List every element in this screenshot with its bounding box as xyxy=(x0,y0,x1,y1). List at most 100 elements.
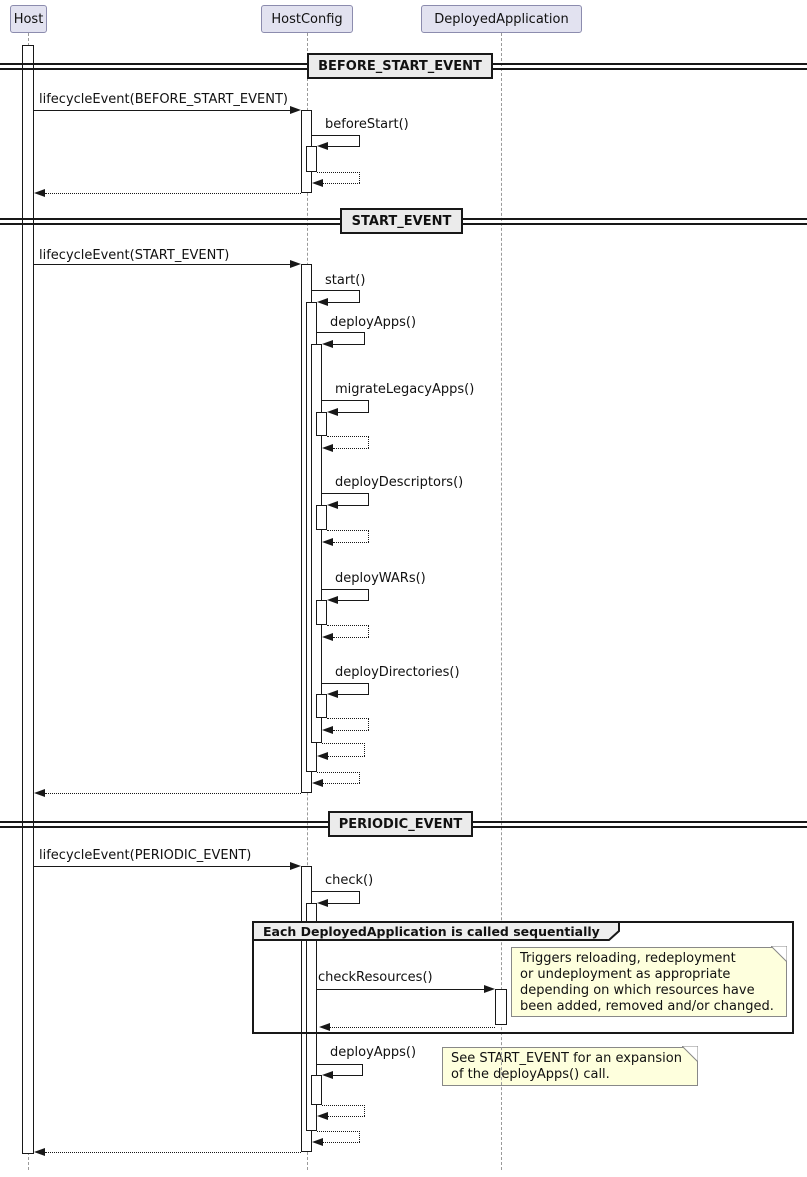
activation-bar-nested xyxy=(316,412,327,436)
activation-bar-nested xyxy=(316,600,327,625)
self-return-leg xyxy=(323,1142,360,1143)
message-label-migratelegacyapps: migrateLegacyApps() xyxy=(335,382,475,397)
message-arrow xyxy=(34,866,291,867)
message-label-deployapps-periodic: deployApps() xyxy=(330,1045,417,1060)
self-return-leg xyxy=(333,448,369,449)
return-to-host xyxy=(45,193,301,194)
message-label-deploywars: deployWARs() xyxy=(335,571,426,586)
message-label-lifecycle-before-start: lifecycleEvent(BEFORE_START_EVENT) xyxy=(39,92,288,107)
arrowhead-left xyxy=(322,340,333,348)
arrowhead-right xyxy=(484,985,495,993)
self-return-dotted xyxy=(322,743,365,756)
arrowhead-left xyxy=(322,1071,333,1079)
group-title: Each DeployedApplication is called seque… xyxy=(263,924,600,939)
self-message-return-leg xyxy=(338,412,369,413)
self-message xyxy=(322,589,369,600)
arrowhead-left xyxy=(327,596,338,604)
self-message xyxy=(317,332,365,344)
arrowhead-right xyxy=(290,106,301,114)
arrowhead-left xyxy=(34,189,45,197)
self-message xyxy=(322,400,369,412)
arrowhead-left xyxy=(317,1112,328,1120)
self-return-dotted xyxy=(317,772,360,783)
lifeline-deployedapplication xyxy=(501,33,502,1170)
activation-bar-nested xyxy=(316,505,327,530)
participant-deployedapplication: DeployedApplication xyxy=(421,5,582,33)
self-return-dotted xyxy=(327,718,369,730)
arrowhead-left xyxy=(34,789,45,797)
group-header-shape xyxy=(252,921,620,941)
activation-bar-nested xyxy=(311,344,322,743)
message-label-deployapps: deployApps() xyxy=(330,315,417,330)
arrowhead-left xyxy=(317,752,328,760)
activation-bar-nested xyxy=(311,1075,322,1105)
activation-bar-deployedapplication xyxy=(495,989,507,1025)
message-arrow xyxy=(34,110,291,111)
return-to-host xyxy=(45,793,301,794)
self-message-return-leg xyxy=(338,505,369,506)
note-fold-icon xyxy=(771,946,787,962)
arrowhead-left xyxy=(322,726,333,734)
self-message-return-leg xyxy=(338,600,369,601)
message-label-deploydirectories: deployDirectories() xyxy=(335,665,460,680)
message-label-lifecycle-start: lifecycleEvent(START_EVENT) xyxy=(39,248,230,263)
self-return-leg xyxy=(333,730,369,731)
activation-bar-nested xyxy=(306,903,317,1131)
self-message xyxy=(312,135,360,146)
self-message xyxy=(312,891,360,903)
self-return-leg xyxy=(328,756,365,757)
message-label-checkresources: checkResources() xyxy=(318,970,433,985)
arrowhead-left xyxy=(322,538,333,546)
self-return-dotted xyxy=(327,530,369,542)
arrowhead-left xyxy=(319,1023,330,1031)
self-message xyxy=(322,493,369,505)
self-return-dotted xyxy=(317,1131,360,1142)
message-label-lifecycle-periodic: lifecycleEvent(PERIODIC_EVENT) xyxy=(39,848,252,863)
arrowhead-left xyxy=(327,501,338,509)
self-return-leg xyxy=(323,783,360,784)
arrowhead-left xyxy=(327,690,338,698)
self-return-leg xyxy=(328,1116,365,1117)
arrowhead-left xyxy=(322,633,333,641)
return-dotted xyxy=(330,1027,495,1028)
divider-periodic-event: PERIODIC_EVENT xyxy=(328,811,473,837)
self-message-return-leg xyxy=(333,1075,363,1076)
arrowhead-right xyxy=(290,260,301,268)
arrowhead-left xyxy=(317,142,328,150)
participant-hostconfig: HostConfig xyxy=(261,5,353,33)
activation-bar-nested xyxy=(306,146,317,172)
return-to-host xyxy=(45,1152,301,1153)
arrowhead-left xyxy=(312,1138,323,1146)
self-return-dotted xyxy=(317,172,360,183)
self-return-leg xyxy=(333,542,369,543)
self-return-leg xyxy=(323,183,360,184)
arrowhead-left xyxy=(34,1148,45,1156)
message-arrow xyxy=(317,989,484,990)
self-return-dotted xyxy=(327,625,369,637)
message-label-beforestart: beforeStart() xyxy=(325,117,409,132)
participant-host: Host xyxy=(10,5,47,33)
activation-bar-nested xyxy=(316,694,327,718)
self-message xyxy=(312,290,360,302)
self-message xyxy=(317,1064,363,1075)
activation-bar-host xyxy=(22,45,34,1154)
self-message-return-leg xyxy=(328,302,360,303)
self-message-return-leg xyxy=(333,344,365,345)
divider-start-event: START_EVENT xyxy=(340,208,463,234)
self-return-dotted xyxy=(327,436,369,448)
message-label-deploydescriptors: deployDescriptors() xyxy=(335,475,464,490)
note-fold-icon xyxy=(682,1046,698,1062)
self-message-return-leg xyxy=(328,903,360,904)
arrowhead-right xyxy=(290,862,301,870)
arrowhead-left xyxy=(312,179,323,187)
arrowhead-left xyxy=(327,408,338,416)
note-see-start-event: See START_EVENT for an expansion of the … xyxy=(442,1047,698,1086)
message-label-start: start() xyxy=(325,273,366,288)
arrowhead-left xyxy=(322,444,333,452)
arrowhead-left xyxy=(317,899,328,907)
self-message-return-leg xyxy=(328,146,360,147)
self-message-return-leg xyxy=(338,694,369,695)
note-triggers: Triggers reloading, redeployment or unde… xyxy=(511,947,787,1017)
message-label-check: check() xyxy=(325,873,374,888)
